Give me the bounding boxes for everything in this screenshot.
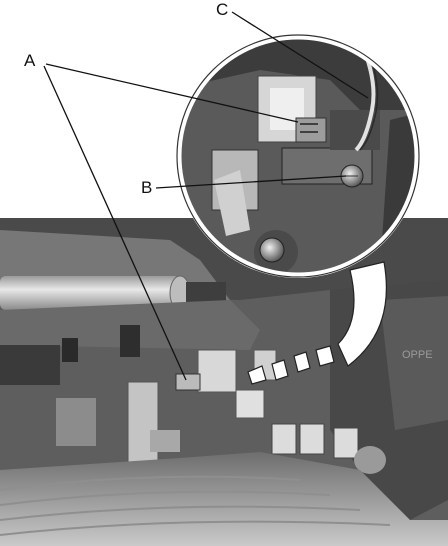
callout-label-c: C — [216, 1, 228, 18]
callout-label-a: A — [24, 52, 35, 69]
housing-imprint-text: OPPE — [402, 349, 433, 361]
callout-label-b: B — [141, 179, 152, 196]
